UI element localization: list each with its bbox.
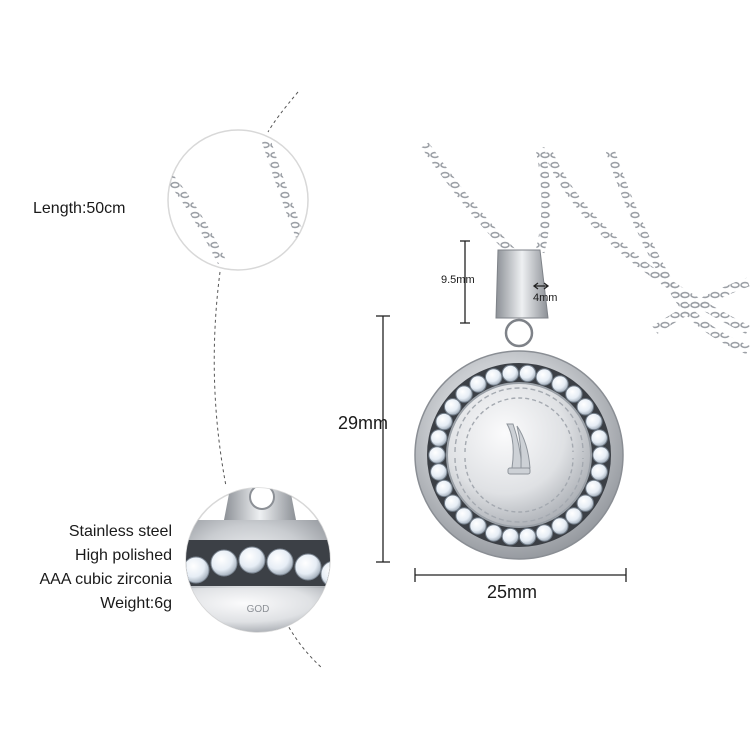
zirconia-stone xyxy=(592,446,610,464)
pendant-detail-circle: GOD xyxy=(185,487,331,633)
zirconia-stone xyxy=(501,364,520,383)
zirconia-stone xyxy=(590,463,608,481)
spec-list: Stainless steel High polished AAA cubic … xyxy=(39,520,172,616)
zirconia-ring xyxy=(428,364,610,546)
length-label: Length:50cm xyxy=(33,200,126,217)
zirconia-stone xyxy=(435,479,453,498)
pendant-width-label: 25mm xyxy=(487,582,538,602)
zirconia-stone xyxy=(576,398,594,416)
spec-material: Stainless steel xyxy=(68,523,172,540)
zirconia-stone xyxy=(455,385,473,403)
zirconia-stone xyxy=(576,494,594,512)
zirconia-stone xyxy=(518,527,537,546)
chain-detail-circle xyxy=(167,129,309,271)
zirconia-stone xyxy=(585,412,603,431)
zirconia-stone xyxy=(469,517,487,535)
dimension-lines xyxy=(376,240,627,582)
zirconia-stone xyxy=(469,375,487,393)
zirconia-stone xyxy=(565,507,583,525)
zirconia-stone xyxy=(485,368,503,386)
engraved-text-lines xyxy=(454,387,584,523)
zirconia-stone xyxy=(518,364,537,383)
zirconia-stone xyxy=(444,398,462,416)
spec-stones: AAA cubic zirconia xyxy=(39,571,172,588)
zirconia-stone xyxy=(535,368,553,386)
zirconia-stone xyxy=(455,507,473,525)
bail-width-label: 4mm xyxy=(533,292,558,304)
zirconia-stone xyxy=(428,446,446,464)
spec-finish: High polished xyxy=(75,547,172,564)
zirconia-stone xyxy=(551,375,569,393)
zirconia-stone xyxy=(535,524,553,542)
zirconia-stone xyxy=(501,527,520,546)
connector-lines xyxy=(213,91,323,669)
zirconia-stone xyxy=(565,385,583,403)
zirconia-stone xyxy=(485,524,503,542)
zirconia-stone xyxy=(444,494,462,512)
zirconia-stone xyxy=(585,479,603,498)
zirconia-stone xyxy=(430,429,448,447)
spec-weight: Weight:6g xyxy=(100,595,172,612)
zirconia-stone xyxy=(435,412,453,431)
zirconia-stone xyxy=(430,463,448,481)
zirconia-stone xyxy=(590,429,608,447)
pendant-height-label: 29mm xyxy=(338,413,389,433)
necklace-chains xyxy=(421,142,750,355)
praying-hands-engraving xyxy=(506,423,531,475)
engraving-word: GOD xyxy=(247,604,270,615)
pendant xyxy=(414,249,624,560)
bail-height-label: 9.5mm xyxy=(441,274,475,286)
zirconia-stone xyxy=(551,517,569,535)
